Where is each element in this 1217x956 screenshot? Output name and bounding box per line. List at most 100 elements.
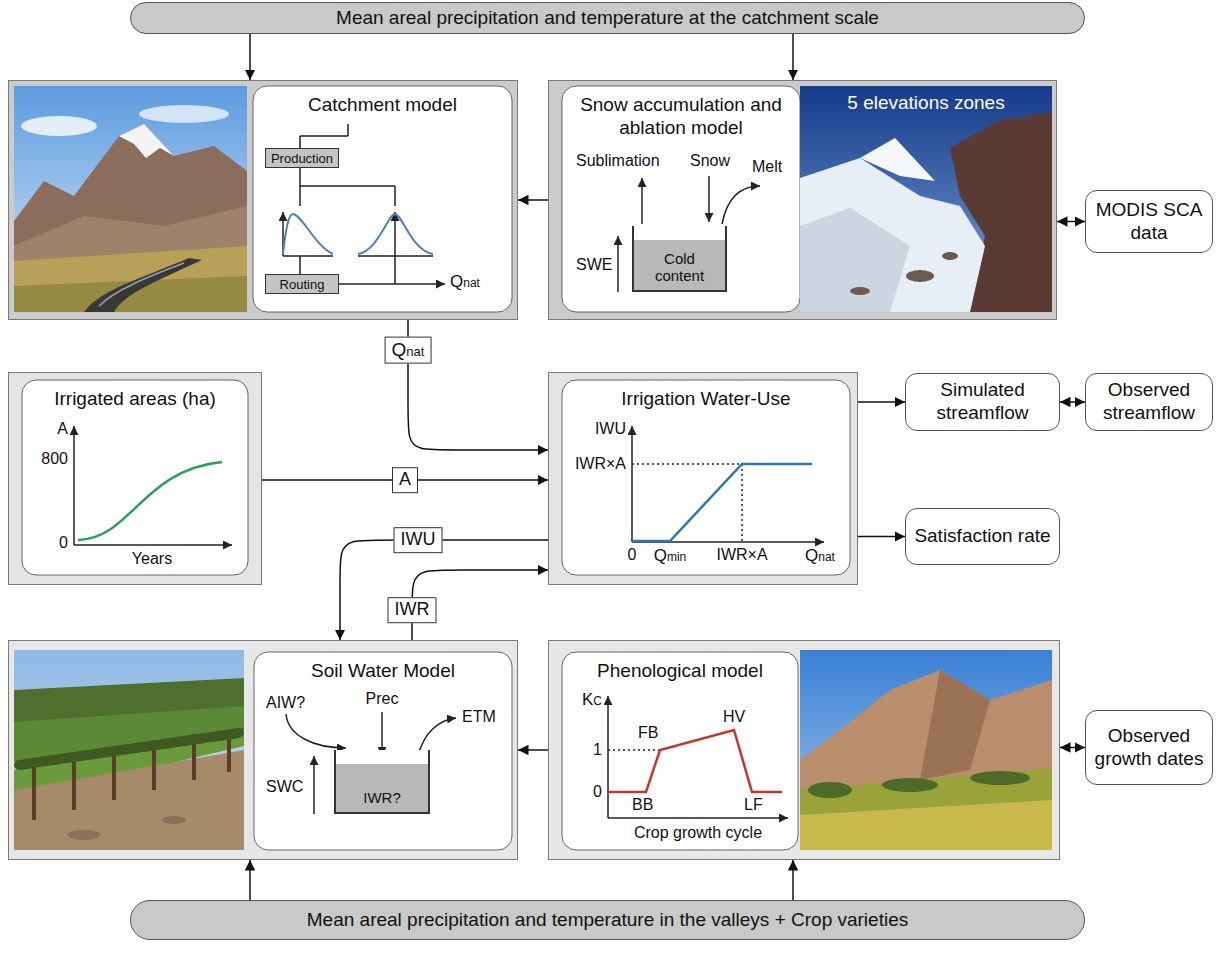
store-box: Routing: [265, 274, 339, 294]
chart-label: LF: [744, 796, 763, 814]
chart-label: A: [57, 420, 68, 438]
valley-photo: [808, 771, 1030, 798]
chart-label: IWU: [595, 420, 626, 438]
soil-schematic: [313, 756, 315, 814]
mountain-photo: [21, 116, 97, 136]
chart-label: KC: [582, 690, 602, 710]
connector: [1060, 747, 1085, 749]
inner-card: [22, 380, 248, 575]
chart-label: Melt: [752, 158, 782, 176]
panel-title: Irrigation Water-Use: [562, 388, 850, 411]
inner-card: [254, 652, 512, 850]
snow-photo: [850, 287, 870, 295]
soil-schematic: [286, 714, 346, 748]
node-text: Cold content: [648, 250, 712, 285]
chart-label: IWR×A: [716, 546, 767, 564]
vineyard-photo: [14, 650, 244, 850]
chart-label: SWE: [576, 256, 612, 274]
crop-coefficient-chart: [608, 730, 782, 792]
valley-photo: [800, 670, 1052, 800]
snow-photo: [906, 270, 934, 282]
panel-title: Irrigated areas (ha): [22, 388, 248, 411]
connector: [858, 536, 905, 538]
chart-label: 0: [593, 783, 602, 801]
chart-label: AIW?: [266, 694, 305, 712]
mountain-photo: [14, 86, 247, 312]
vineyard-photo: [14, 650, 244, 850]
store-box: Production: [265, 148, 339, 168]
connector: [858, 401, 905, 403]
chart-label: 0: [628, 546, 637, 564]
chart-label: 800: [41, 450, 68, 468]
connector: [340, 540, 548, 640]
soil-schematic: [286, 712, 456, 814]
chart-label: SWC: [266, 778, 303, 796]
area-chart: [74, 426, 232, 545]
area-chart: [78, 462, 222, 540]
reservoir-bucket: Cold content: [632, 226, 727, 292]
panel-ground: [8, 80, 1060, 860]
water-use-chart: [632, 426, 824, 542]
output-box: Observed growth dates: [1085, 710, 1213, 785]
mountain-photo: [139, 105, 229, 123]
catchment-schematic: [283, 255, 333, 257]
chart-label: 1: [593, 741, 602, 759]
water-use-chart: [632, 464, 742, 542]
connector: [249, 860, 251, 900]
snow-schematic: [722, 186, 760, 224]
panel-title: Phenological model: [562, 660, 798, 683]
connector: [518, 199, 548, 201]
input-banner: Mean areal precipitation and temperature…: [130, 2, 1085, 34]
catchment-schematic: [358, 214, 433, 254]
mountain-photo: [14, 246, 247, 312]
water-use-chart: [632, 464, 812, 541]
connector: [792, 860, 794, 900]
chart-label: Years: [132, 550, 172, 568]
panel-ground: [8, 372, 262, 585]
panel-ground: [548, 80, 1057, 320]
vineyard-photo: [32, 760, 36, 820]
vineyard-photo: [162, 816, 186, 824]
catchment-schematic: [283, 214, 333, 254]
valley-photo: [920, 670, 990, 780]
inner-card: [562, 86, 800, 312]
mountain-photo: [14, 86, 247, 312]
panel-ground: [548, 640, 1060, 860]
model-panel: Catchment modelProductionRouting: [8, 80, 518, 320]
mountain-photo: [99, 263, 184, 306]
panel-title: Snow accumulation and ablation model: [562, 94, 800, 140]
edge-label: IWR: [388, 597, 437, 623]
node-text: Production: [271, 151, 333, 166]
valley-photo: [800, 768, 1052, 850]
valley-photo: [808, 782, 852, 798]
snow-photo: [942, 252, 958, 260]
inner-card: [562, 380, 850, 575]
snow-photo: [800, 86, 1052, 312]
connector: [1057, 221, 1085, 223]
node-text: Routing: [280, 277, 325, 292]
input-banner: Mean areal precipitation and temperature…: [130, 900, 1085, 940]
chart-label: FB: [638, 724, 658, 742]
connector: [249, 34, 251, 80]
node-text: Observed streamflow: [1094, 379, 1204, 425]
photo-caption: 5 elevations zones: [847, 92, 1004, 114]
crop-coefficient-chart: [608, 817, 788, 819]
chart-label: Crop growth cycle: [634, 824, 762, 842]
snow-photo: [800, 158, 985, 312]
catchment-schematic: [394, 212, 396, 256]
mountain-photo: [119, 124, 174, 158]
node-text: Mean areal precipitation and temperature…: [307, 909, 908, 931]
catchment-schematic: [300, 168, 395, 206]
valley-photo: [882, 778, 938, 792]
mountain-photo: [84, 258, 202, 312]
valley-photo: [970, 771, 1030, 785]
node-text: MODIS SCA data: [1094, 199, 1204, 245]
chart-label: HV: [723, 708, 745, 726]
vineyard-photo: [19, 733, 239, 765]
node-text: Observed growth dates: [1094, 725, 1204, 771]
catchment-schematic: [339, 283, 445, 285]
